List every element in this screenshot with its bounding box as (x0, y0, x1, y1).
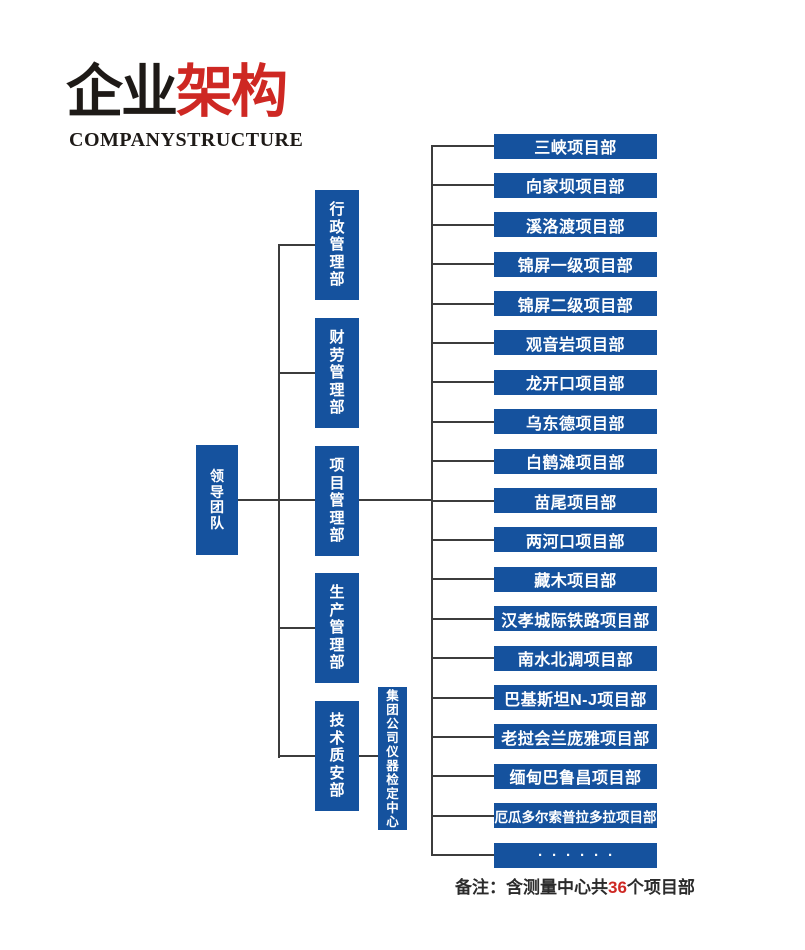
org-node-project: 两河口项目部 (494, 527, 657, 553)
org-node-label: 藏木项目部 (534, 573, 617, 591)
connector-instrument-center (359, 755, 378, 757)
org-node-label: 乌东德项目部 (525, 415, 625, 433)
footnote-text: 含测量中心共 (506, 878, 608, 897)
title-cn-red: 架构 (176, 60, 288, 124)
org-node-label: 缅甸巴鲁昌项目部 (509, 770, 642, 788)
subtitle-word-company: COMPANY (69, 129, 176, 151)
org-node-label: 两河口项目部 (525, 533, 625, 551)
org-node-label: 锦屏二级项目部 (517, 297, 634, 315)
footnote: 备注：含测量中心共36个项目部 (455, 873, 695, 898)
connector-project (431, 341, 494, 344)
org-node-label: 锦屏一级项目部 (517, 258, 634, 276)
org-node-label: 溪洛渡项目部 (525, 218, 625, 236)
connector-project (431, 775, 494, 778)
org-node-project: 向家坝项目部 (494, 172, 657, 198)
org-node-label: 厄瓜多尔索普拉多拉项目部 (494, 809, 657, 825)
org-node-project: 三峡项目部 (494, 133, 657, 159)
page-subtitle: COMPANY STRUCTURE (69, 129, 303, 152)
org-node-dept-finance-labor: 财 劳 管 理 部 (315, 318, 359, 428)
page-title: 企业架构 (66, 56, 288, 128)
connector-project (431, 814, 494, 817)
subtitle-word-structure: STRUCTURE (175, 129, 304, 151)
org-node-project: 观音岩项目部 (494, 330, 657, 356)
connector-dept (278, 372, 315, 374)
connector-project (431, 657, 494, 660)
org-node-dept-production: 生 产 管 理 部 (315, 573, 359, 683)
org-node-instrument-center: 集 团 公 司 仪 器 检 定 中 心 (378, 687, 407, 830)
org-node-project: 白鹤滩项目部 (494, 448, 657, 474)
connector-project (431, 223, 494, 226)
org-node-label: 领 导 团 队 (210, 468, 224, 531)
footnote-text: 个项目部 (626, 878, 695, 897)
org-node-project: 藏木项目部 (494, 566, 657, 592)
connector-project (431, 578, 494, 581)
org-node-project: 苗尾项目部 (494, 488, 657, 513)
connector-project (431, 854, 494, 856)
org-node-project: 锦屏一级项目部 (494, 251, 657, 277)
org-node-label: 财 劳 管 理 部 (329, 329, 345, 417)
connector-dept (278, 627, 315, 629)
org-node-project: 厄瓜多尔索普拉多拉项目部 (494, 803, 657, 829)
org-node-project: 锦屏二级项目部 (494, 291, 657, 317)
org-node-label: 苗尾项目部 (534, 494, 617, 512)
connector-project (431, 696, 494, 699)
org-node-label: 项 目 管 理 部 (329, 457, 345, 545)
connector-project (431, 184, 494, 187)
org-node-project: 南水北调项目部 (494, 645, 657, 671)
org-node-label: 巴基斯坦N-J项目部 (504, 691, 647, 709)
org-node-project: 龙开口项目部 (494, 369, 657, 395)
connector-project (431, 460, 494, 463)
footnote-prefix: 备注： (455, 878, 506, 897)
org-node-label: 向家坝项目部 (525, 179, 625, 197)
connector-project (431, 617, 494, 620)
org-node-dept-project: 项 目 管 理 部 (315, 446, 359, 556)
connector-project (431, 420, 494, 423)
footnote-count: 36 (608, 878, 627, 897)
org-node-label: ······ (538, 846, 622, 864)
trunk-left (278, 244, 280, 758)
org-node-project: 老挝会兰庞雅项目部 (494, 724, 657, 750)
org-node-label: 老挝会兰庞雅项目部 (501, 730, 650, 748)
title-cn-black: 企业 (66, 60, 178, 124)
org-node-project: 溪洛渡项目部 (494, 212, 657, 238)
connector-project (431, 381, 494, 384)
org-node-label: 龙开口项目部 (525, 376, 625, 394)
org-node-dept-admin: 行 政 管 理 部 (315, 190, 359, 300)
connector-dept (278, 755, 315, 757)
connector-project (431, 735, 494, 738)
org-node-label: 汉孝城际铁路项目部 (501, 612, 650, 630)
org-node-dept-tech-quality: 技 术 质 安 部 (315, 701, 359, 811)
org-node-project: ······ (494, 842, 657, 868)
org-node-label: 技 术 质 安 部 (329, 712, 345, 800)
org-node-project: 缅甸巴鲁昌项目部 (494, 763, 657, 789)
connector-project (431, 263, 494, 266)
connector-project (431, 538, 494, 541)
connector-project (431, 145, 494, 147)
org-node-label: 生 产 管 理 部 (329, 584, 345, 672)
connector-project (431, 302, 494, 305)
org-node-label: 集 团 公 司 仪 器 检 定 中 心 (386, 688, 399, 829)
org-node-label: 南水北调项目部 (517, 652, 634, 670)
connector-project (431, 499, 494, 502)
org-node-label: 观音岩项目部 (525, 336, 625, 354)
org-node-label: 白鹤滩项目部 (525, 455, 625, 473)
org-node-project: 乌东德项目部 (494, 409, 657, 435)
org-node-label: 行 政 管 理 部 (329, 201, 345, 289)
org-node-leadership: 领 导 团 队 (196, 445, 238, 555)
org-node-project: 汉孝城际铁路项目部 (494, 606, 657, 632)
org-node-project: 巴基斯坦N-J项目部 (494, 685, 657, 710)
connector-dept (278, 244, 315, 246)
org-node-label: 三峡项目部 (534, 140, 617, 157)
